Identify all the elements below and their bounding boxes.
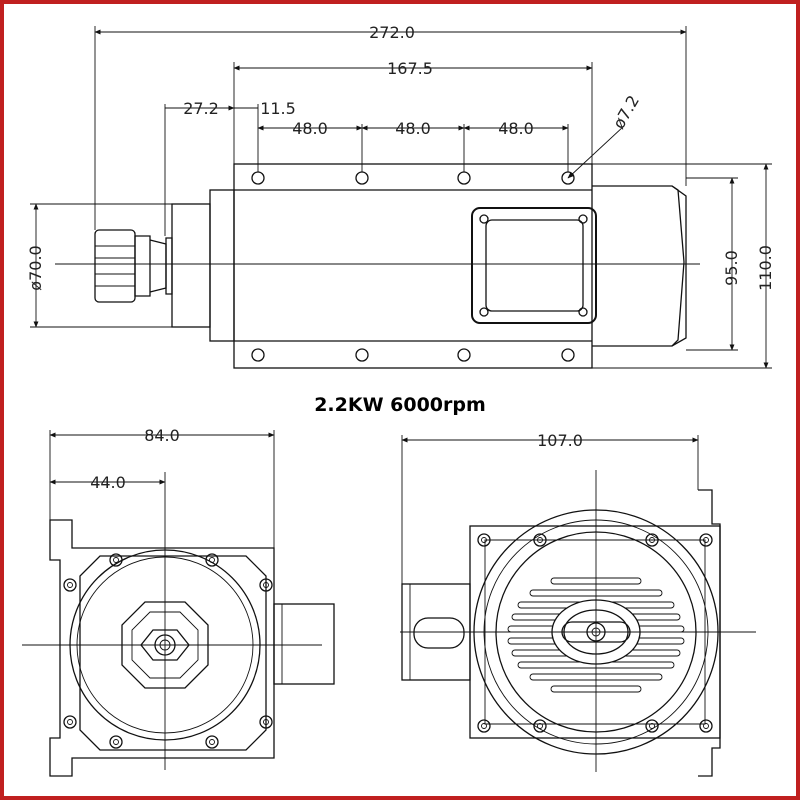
rear-cap xyxy=(592,185,687,347)
dim-overall-length: 272.0 xyxy=(369,23,415,42)
spindle-spec-caption: 2.2KW 6000rpm xyxy=(314,394,486,416)
dim-total-height: 110.0 xyxy=(756,245,775,291)
dim-nose-diameter: ø70.0 xyxy=(26,245,45,290)
dim-hole-pitch-3: 48.0 xyxy=(498,119,534,138)
rear-view: 107.0 xyxy=(400,431,756,777)
dim-hole-pitch-2: 48.0 xyxy=(395,119,431,138)
dim-body-height: 95.0 xyxy=(722,250,741,286)
body-step xyxy=(209,189,235,342)
side-view: 272.0 167.5 27.2 11.5 48.0 48.0 48.0 ø7.… xyxy=(26,23,775,369)
junction-box xyxy=(471,207,597,324)
dim-hole-diameter: ø7.2 xyxy=(609,92,643,132)
body-outline xyxy=(233,163,593,369)
nose-section xyxy=(171,203,211,328)
dim-nose-length: 27.2 xyxy=(183,99,219,118)
collet xyxy=(94,229,136,303)
front-side-box xyxy=(273,603,335,685)
front-view: 84.0 44.0 xyxy=(22,426,335,777)
front-flange xyxy=(49,519,275,777)
dim-front-center-offset: 44.0 xyxy=(90,473,126,492)
dim-hole-pitch-1: 48.0 xyxy=(292,119,328,138)
dim-front-width: 84.0 xyxy=(144,426,180,445)
dim-rear-width: 107.0 xyxy=(537,431,583,450)
dim-mount-length: 167.5 xyxy=(387,59,433,78)
dim-hole-offset: 11.5 xyxy=(260,99,296,118)
